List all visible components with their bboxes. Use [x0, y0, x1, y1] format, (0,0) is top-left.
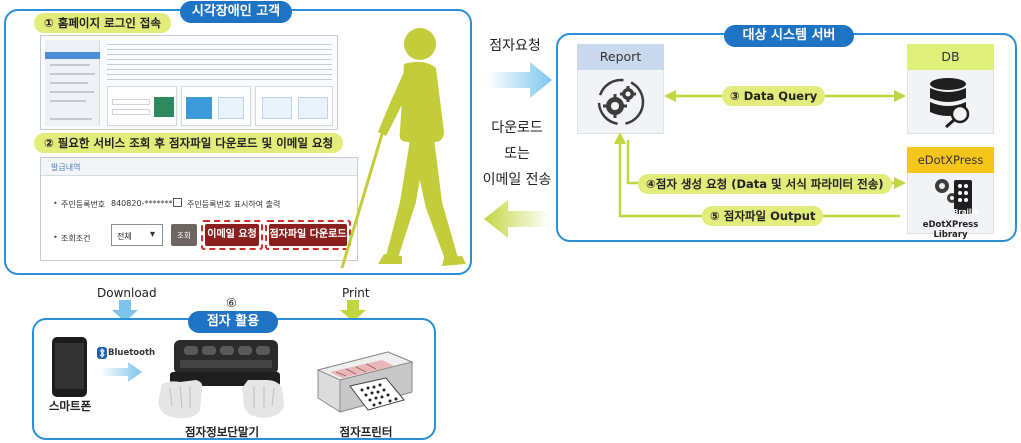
braille-request-label: 점자요청 [489, 38, 541, 54]
braille-printer-label: 점자프린터 [339, 425, 393, 439]
login-input[interactable] [112, 99, 150, 105]
cane [340, 133, 384, 269]
smartphone-label: 스마트폰 [48, 399, 92, 413]
login-sidebar [45, 40, 100, 126]
login-box-3 [255, 86, 333, 126]
response-label-3: 이메일 전송 [482, 172, 552, 188]
step2-label: ② 필요한 서비스 조회 후 점자파일 다운로드 및 이메일 요청 [34, 133, 344, 153]
condition-select[interactable]: 전체 ▾ [111, 224, 163, 246]
braille-terminal-label: 점자정보단말기 [184, 425, 260, 439]
flow3-label: ③ Data Query [722, 86, 826, 106]
arrowhead [664, 90, 676, 102]
edot-sub-label: eDotXPress Library [922, 220, 979, 240]
report-label: Report [577, 44, 664, 70]
response-label-1: 다운로드 [491, 120, 543, 136]
login-sidebar-line [50, 73, 95, 75]
login-sidebar-line [50, 91, 94, 93]
issuance-form-screenshot: 발급내역 • 주민등록번호 840820-******* 주민등록번호 표시하여… [40, 157, 358, 261]
email-request-inner: 이메일 요청 [205, 224, 259, 246]
hand-left [158, 380, 203, 419]
arrowhead [614, 132, 626, 144]
chevron-down-icon: ▾ [150, 229, 156, 240]
login-box-1 [107, 86, 177, 126]
person-shoe [378, 254, 402, 264]
person-torso [399, 61, 444, 142]
db-label: DB [907, 44, 994, 70]
braille-printer-illustration [316, 351, 414, 413]
search-button-label: 조회 [177, 231, 191, 240]
response-label-2: 또는 [504, 146, 530, 162]
smartphone-screen [55, 343, 84, 389]
download-label: Download [97, 286, 157, 300]
id-checkbox[interactable] [173, 198, 182, 207]
login-sidebar-active [45, 52, 100, 59]
login-sidebar-line [50, 118, 92, 120]
print-arrow [340, 300, 366, 322]
step1-label: ① 홈페이지 로그인 접속 [34, 13, 171, 33]
cert-login-button[interactable] [218, 97, 244, 119]
login-page-screenshot [40, 35, 338, 130]
edot-label: eDotXPress [907, 147, 994, 173]
id-label: 주민등록번호 [61, 200, 106, 209]
person-arm [378, 72, 412, 136]
flow4-label: ④점자 생성 요청 (Data 및 서식 파라미터 전송) [638, 174, 892, 194]
login-button[interactable] [154, 97, 174, 117]
person-head [404, 28, 436, 60]
download-arrow [112, 300, 138, 322]
braille-library-icon [935, 179, 972, 214]
login-sidebar-line [50, 82, 88, 84]
braille-usage-title: 점자 활용 [188, 311, 278, 333]
form-tab-bar [41, 158, 357, 176]
person-shoe [442, 256, 466, 266]
server-panel-title: 대상 시스템 서버 [724, 25, 854, 47]
bullet-icon: • [53, 233, 58, 242]
smartphone-icon [52, 337, 87, 397]
braille-terminal-illustration [158, 340, 284, 419]
login-sidebar-line [50, 64, 90, 66]
braille-download-button[interactable]: 점자파일 다운로드 [265, 220, 351, 250]
cert-login-button[interactable] [186, 97, 212, 119]
login-sidebar-line [50, 100, 86, 102]
arrowhead [894, 177, 906, 189]
bluetooth-icon [97, 347, 107, 359]
arrowhead [894, 90, 906, 102]
braille-download-inner: 점자파일 다운로드 [269, 224, 347, 246]
search-button[interactable]: 조회 [171, 224, 197, 246]
email-request-button[interactable]: 이메일 요청 [201, 220, 263, 250]
login-text-lines [107, 44, 332, 80]
flow5-label: ⑤ 점자파일 Output [702, 206, 824, 226]
login-input[interactable] [112, 109, 150, 115]
response-arrow [484, 200, 550, 238]
gears-icon [597, 78, 645, 126]
bullet-icon: • [53, 199, 58, 208]
bluetooth-arrow [100, 362, 142, 382]
print-label: Print [342, 286, 370, 300]
bluetooth-label: Bluetooth [108, 348, 156, 358]
condition-select-value: 전체 [117, 232, 132, 241]
blind-person-illustration [340, 28, 466, 269]
id-value: 840820-******* [111, 199, 173, 208]
form-tab[interactable]: 발급내역 [51, 163, 81, 172]
mobile-login-button[interactable] [262, 97, 292, 119]
condition-label: 조회조건 [61, 234, 91, 243]
database-icon [930, 78, 970, 128]
request-arrow [488, 62, 552, 98]
step6-label: ⑥ [226, 296, 237, 310]
customer-panel-title: 시각장애인 고객 [180, 1, 292, 23]
braille-text: Braille [953, 208, 979, 216]
mobile-login-button[interactable] [298, 97, 328, 119]
login-box-2 [181, 86, 251, 126]
person-leg-back [386, 140, 426, 258]
id-checkbox-label: 주민등록번호 표시하여 출력 [187, 200, 281, 209]
hand-right [242, 380, 284, 418]
